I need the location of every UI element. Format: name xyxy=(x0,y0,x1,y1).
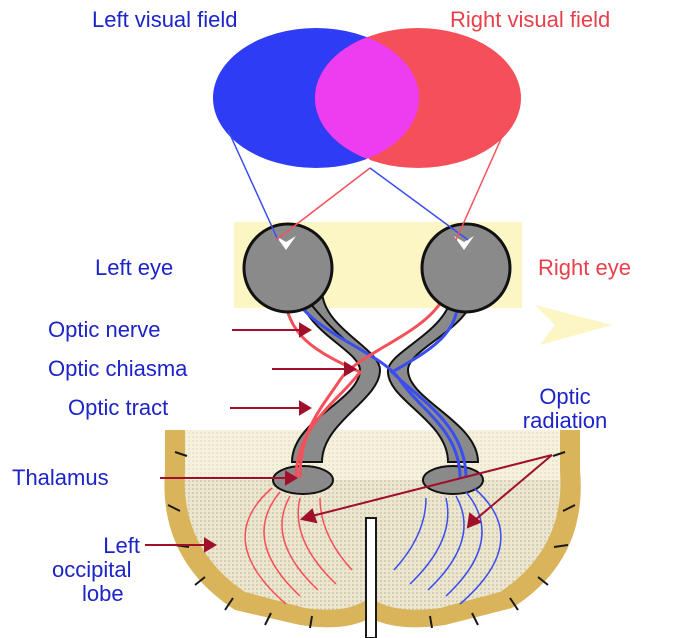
optic-chiasma-label: Optic chiasma xyxy=(48,357,187,381)
left-thalamus xyxy=(273,466,333,494)
thalamic-band xyxy=(185,430,560,480)
left-occipital-lobe-line3: lobe xyxy=(52,582,152,606)
left-visual-field-label: Left visual field xyxy=(92,8,238,32)
left-occipital-lobe-line2: occipital xyxy=(52,558,152,582)
right-eye-label: Right eye xyxy=(538,256,631,280)
left-occipital-lobe-label: Left occipital lobe xyxy=(52,534,152,606)
left-eye-label: Left eye xyxy=(95,256,173,280)
midline-fissure xyxy=(366,518,376,638)
thalamus-label: Thalamus xyxy=(12,466,109,490)
light-direction-triangle xyxy=(535,305,612,345)
occipital-lobes xyxy=(164,430,580,638)
left-occipital-lobe-line1: Left xyxy=(52,534,152,558)
optic-tract-label: Optic tract xyxy=(68,396,168,420)
optic-radiation-line2: radiation xyxy=(500,409,630,433)
optic-nerve-label: Optic nerve xyxy=(48,318,161,342)
right-eyeball xyxy=(422,224,510,312)
visual-fields xyxy=(213,28,521,172)
left-eyeball xyxy=(244,224,332,312)
optic-radiation-line1: Optic xyxy=(500,385,630,409)
right-visual-field-label: Right visual field xyxy=(450,8,610,32)
optic-radiation-label: Optic radiation xyxy=(500,385,630,433)
